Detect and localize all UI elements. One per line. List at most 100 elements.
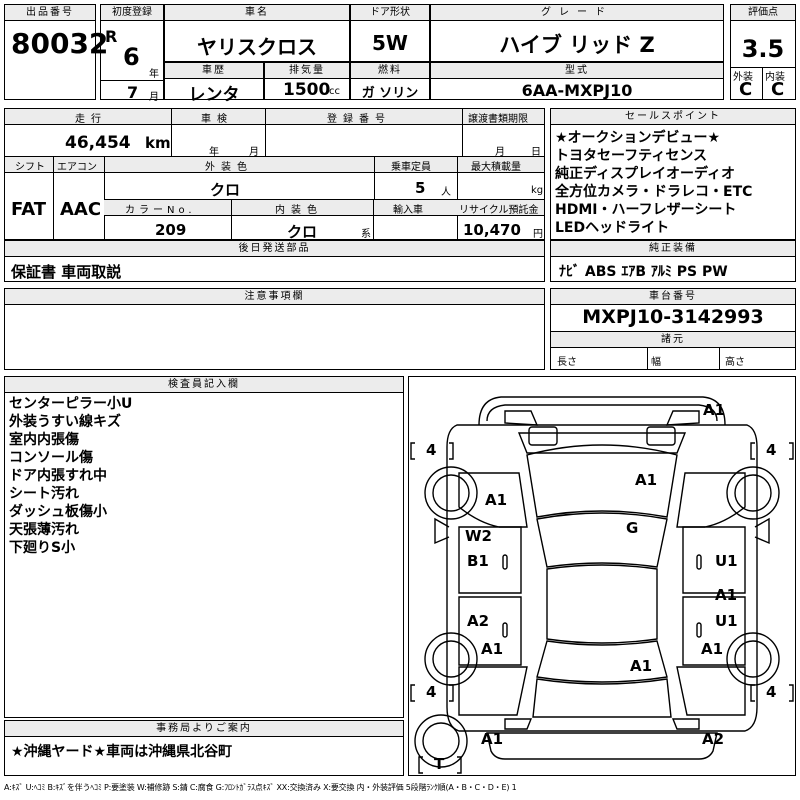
- colorno-label: カラーNo.: [125, 205, 196, 216]
- score-box: 評価点 3.5 外装 内装 C C: [730, 4, 796, 100]
- inspector-note: ダッシュ板傷小: [9, 504, 107, 520]
- grade-value: ハイブ リッド Z: [499, 33, 655, 57]
- tire-front-left: 4: [426, 441, 437, 459]
- displacement-box: 排気量 1500 cc: [264, 62, 350, 100]
- mark-fr-door: U1: [715, 552, 738, 570]
- car-name: ヤリスクロス: [197, 35, 317, 59]
- int-color-unit: 系: [361, 229, 371, 240]
- model-label: 型式: [431, 63, 723, 79]
- mark-front-bumper: A1: [703, 401, 726, 419]
- reg-month-unit: 月: [149, 92, 159, 103]
- mark-rr-door-a: A1: [715, 586, 738, 604]
- mark-fl-sill: B1: [467, 552, 489, 570]
- legend: A:ｷｽﾞ U:ﾍｺﾐ B:ｷｽﾞを伴うﾍｺﾐ P:要塗装 W:補修跡 S:錆 …: [4, 783, 517, 792]
- office-notice: ★沖縄ヤード★車両は沖縄県北谷町: [11, 744, 233, 760]
- mark-rr-quarter: A1: [701, 640, 724, 658]
- capacity-label: 乗車定員: [391, 162, 431, 173]
- tire-rear-right: 4: [766, 683, 777, 701]
- inspection-month-unit: 月: [249, 147, 259, 158]
- office-box: 事務局よりご案内 ★沖縄ヤード★車両は沖縄県北谷町: [4, 720, 404, 776]
- ext-color-value: クロ: [210, 181, 241, 199]
- history-box: 車歴 レンタ: [164, 62, 264, 105]
- colorno-value: 209: [155, 221, 187, 239]
- transfer-label: 譲渡書類期限: [468, 114, 528, 125]
- sales-point-line: HDMI・ハーフレザーシート: [555, 202, 737, 218]
- capacity-value: 5: [415, 179, 426, 197]
- tire-rear-left: 4: [426, 683, 437, 701]
- sales-point-line: 全方位カメラ・ドラレコ・ETC: [555, 184, 753, 200]
- fuel-label: 燃料: [351, 63, 429, 79]
- car-outline: [410, 396, 794, 774]
- displacement-unit: cc: [329, 86, 340, 97]
- grade-box: グレード ハイブ リッド Z: [430, 4, 724, 62]
- inspector-note: シート汚れ: [9, 486, 79, 502]
- lot-number: 80032: [11, 27, 109, 60]
- mileage-unit: km: [145, 134, 171, 152]
- chassis-box: 車台番号 MXPJ10-3142993 諸元 長さ 幅 高さ: [550, 288, 796, 370]
- exterior-label: 外装: [733, 72, 753, 83]
- int-color-value: クロ: [287, 223, 318, 241]
- inspector-note: ドア内張すれ中: [9, 468, 107, 484]
- first-reg-box: 初度登録 R 6 年 7 月: [100, 4, 164, 103]
- recycle-unit: 円: [533, 229, 543, 240]
- mileage-label: 走行: [75, 114, 107, 125]
- sales-point-line: トヨタセーフティセンス: [555, 148, 708, 164]
- genuine-label: 純正装備: [551, 241, 795, 257]
- int-color-label: 内装色: [275, 205, 323, 216]
- sales-point-line: ★オークションデビュー★: [555, 130, 721, 146]
- shift-value: FAT: [11, 199, 47, 220]
- sales-point-line: 純正ディスプレイオーディオ: [555, 166, 736, 182]
- inspection-label: 車検: [201, 114, 233, 125]
- mark-roof: G: [626, 519, 639, 537]
- width-label: 幅: [651, 357, 661, 368]
- era: R: [105, 27, 118, 46]
- model-box: 型式 6AA-MXPJ10: [430, 62, 724, 100]
- grade-label: グレード: [431, 5, 723, 21]
- height-label: 高さ: [725, 357, 745, 368]
- mark-fl-fender: A1: [485, 491, 508, 509]
- history-value: レンタ: [188, 85, 240, 105]
- interior-label: 内装: [765, 72, 785, 83]
- inspector-note: コンソール傷: [9, 450, 93, 466]
- later-parts-label: 後日発送部品: [5, 241, 544, 257]
- caution-label: 注意事項欄: [5, 289, 544, 305]
- inspector-label: 検査員記入欄: [5, 377, 403, 393]
- reg-year: 6: [123, 43, 140, 71]
- inspector-box: 検査員記入欄 センターピラー小U 外装うすい線キズ 室内内張傷 コンソール傷 ド…: [4, 376, 404, 718]
- ac-value: AAC: [60, 199, 102, 220]
- score-value: 3.5: [741, 35, 785, 63]
- genuine-value: ﾅﾋﾞ ABS ｴｱB ｱﾙﾐ PS PW: [559, 264, 728, 280]
- reg-year-unit: 年: [149, 69, 159, 80]
- inspector-note: 室内内張傷: [9, 432, 79, 448]
- car-name-box: 車名 ヤリスクロス: [164, 4, 350, 62]
- mark-rear-bumper-right: A2: [702, 730, 725, 748]
- transfer-month-unit: 月: [495, 147, 505, 158]
- mark-fl-door: W2: [465, 527, 492, 545]
- exterior-score: C: [739, 79, 753, 100]
- tire-spare: T: [434, 755, 445, 773]
- door-label: ドア形状: [351, 5, 429, 21]
- length-label: 長さ: [557, 357, 577, 368]
- inspector-note: 下廻りS小: [9, 540, 76, 556]
- tire-front-right: 4: [766, 441, 777, 459]
- later-parts-value: 保証書 車両取説: [11, 263, 122, 281]
- sales-points-box: セールスポイント ★オークションデビュー★ トヨタセーフティセンス 純正ディスプ…: [550, 108, 796, 240]
- lot-label: 出品番号: [5, 5, 95, 21]
- reg-month: 7: [127, 83, 139, 102]
- import-label: 輸入車: [393, 205, 423, 216]
- inspector-note: センターピラー小U: [9, 396, 133, 412]
- inspector-note: 外装うすい線キズ: [9, 414, 121, 430]
- model-value: 6AA-MXPJ10: [521, 81, 633, 100]
- car-name-label: 車名: [165, 5, 349, 21]
- later-parts-box: 後日発送部品 保証書 車両取説: [4, 240, 545, 282]
- ext-color-label: 外装色: [205, 162, 253, 173]
- history-label: 車歴: [165, 63, 263, 79]
- mark-rear-bumper-left: A1: [481, 730, 504, 748]
- door-box: ドア形状 5W: [350, 4, 430, 62]
- regno-label: 登録番号: [327, 114, 391, 125]
- chassis-label: 車台番号: [551, 289, 795, 305]
- transfer-day-unit: 日: [531, 147, 541, 158]
- inspection-year-unit: 年: [209, 147, 219, 158]
- displacement-value: 1500: [283, 80, 331, 100]
- mileage-value: 46,454: [65, 133, 131, 153]
